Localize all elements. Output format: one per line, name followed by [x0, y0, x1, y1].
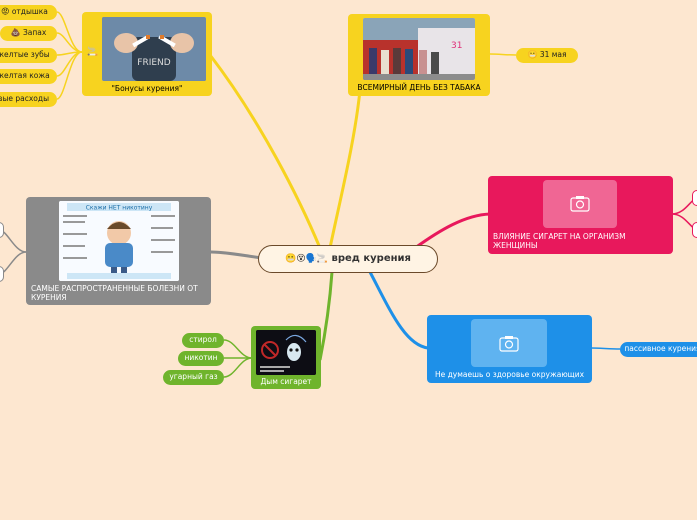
group-photo-image: 31: [363, 18, 475, 80]
skull-smoke-image: [256, 330, 316, 375]
cigarette-emoji: 🚬: [87, 47, 99, 57]
central-emoji: 😬😵🗣️🚬: [285, 254, 329, 264]
poop-emoji: 💩: [10, 28, 21, 37]
no-tobacco-title: ВСЕМИРНЫЙ ДЕНЬ БЕЗ ТАБАКА: [357, 83, 481, 92]
child-poster-image: Скажи НЕТ никотину: [59, 201, 179, 281]
bonus-item-label: желтая кожа: [0, 71, 50, 80]
smoke-image: [256, 330, 316, 375]
smoke-item-nicotine[interactable]: никотин: [178, 351, 224, 366]
smoke-item-label: стирол: [189, 335, 217, 344]
offscreen-women-child-1[interactable]: [692, 190, 697, 206]
event-photo: 31: [363, 18, 475, 80]
bonus-item-smell[interactable]: 💩 Запах: [0, 26, 57, 41]
poster-image: Скажи НЕТ никотину: [59, 201, 179, 281]
topic-others-health[interactable]: Не думаешь о здоровье окружающих: [427, 315, 592, 383]
topic-cigarette-smoke[interactable]: Дым сигарет: [251, 326, 321, 389]
bonuses-title: "Бонусы курения": [111, 84, 183, 93]
smoke-item-label: угарный газ: [169, 372, 218, 381]
others-title: Не думаешь о здоровье окружающих: [434, 370, 585, 379]
passive-smoking-item[interactable]: пассивное курения: [620, 342, 697, 357]
poster-caption: Скажи НЕТ никотину: [86, 205, 153, 212]
bonus-item-expenses[interactable]: вые расходы: [0, 92, 57, 107]
topic-bonuses[interactable]: FRIEND 🚬 "Бонусы курения": [82, 12, 212, 96]
image-placeholder: [543, 180, 617, 228]
svg-text:FRIEND: FRIEND: [137, 58, 171, 68]
camera-icon: [570, 196, 590, 212]
image-placeholder: [471, 319, 547, 367]
bonus-item-shortness[interactable]: 😡 отдышка: [0, 5, 57, 20]
grimace-emoji: 😬: [527, 50, 538, 59]
topic-no-tobacco-day[interactable]: 31 ВСЕМИРНЫЙ ДЕНЬ БЕЗ ТАБАКА: [348, 14, 490, 96]
central-topic[interactable]: 😬😵🗣️🚬 вред курения: [258, 245, 438, 273]
smoke-item-carbon-monoxide[interactable]: угарный газ: [163, 370, 224, 385]
smoking-image: FRIEND: [102, 17, 206, 81]
broken-cigarette-icon: FRIEND: [102, 17, 206, 81]
topic-diseases[interactable]: Скажи НЕТ никотину САМЫЕ РАСПРОСТРАНЕННЫ…: [26, 197, 211, 305]
passive-smoking-label: пассивное курения: [624, 344, 697, 353]
topic-women[interactable]: ВЛИЯНИЕ СИГАРЕТ НА ОРГАНИЗМ ЖЕНЩИНЫ: [488, 176, 673, 254]
svg-text:31: 31: [451, 41, 462, 51]
bonus-item-label: вые расходы: [0, 94, 49, 103]
bonus-item-teeth[interactable]: желтые зубы: [0, 48, 57, 63]
bonus-item-label: желтые зубы: [0, 50, 50, 59]
smoke-title: Дым сигарет: [260, 377, 312, 386]
bonus-item-label: Запах: [23, 28, 47, 37]
offscreen-women-child-2[interactable]: [692, 222, 697, 238]
camera-icon: [499, 336, 519, 352]
central-title: вред курения: [331, 253, 411, 264]
women-title: ВЛИЯНИЕ СИГАРЕТ НА ОРГАНИЗМ ЖЕНЩИНЫ: [493, 232, 626, 250]
diseases-title: САМЫЕ РАСПРОСТРАНЕННЫЕ БОЛЕЗНИ ОТ КУРЕНИ…: [31, 284, 198, 302]
angry-emoji: 😡: [1, 7, 10, 16]
smoke-item-label: никотин: [184, 353, 218, 362]
date-may-31[interactable]: 😬 31 мая: [516, 48, 578, 63]
bonus-item-label: отдышка: [11, 7, 48, 16]
bonus-item-skin[interactable]: желтая кожа: [0, 69, 57, 84]
date-label: 31 мая: [539, 50, 567, 59]
smoke-item-styrene[interactable]: стирол: [182, 333, 224, 348]
